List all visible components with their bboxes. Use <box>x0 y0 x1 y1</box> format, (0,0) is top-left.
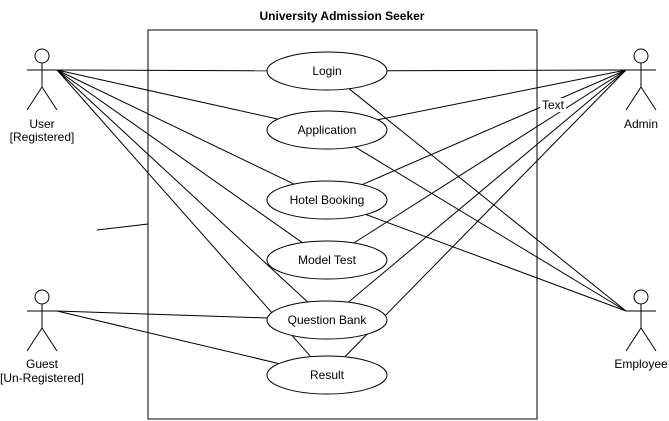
association-admin-login <box>386 69 627 72</box>
actor-guest-name: Guest <box>26 357 59 371</box>
use-case-application-label: Application <box>298 123 357 137</box>
association-user-login <box>56 69 268 72</box>
association-employee-login <box>348 88 627 312</box>
use-case-result-shape <box>266 355 388 395</box>
use-case-model-test-label: Model Test <box>298 253 356 267</box>
association-guest-question-bank <box>56 310 268 319</box>
association-employee-hotel-booking <box>365 214 627 312</box>
actor-guest-head <box>34 289 50 305</box>
actor-user[interactable] <box>26 48 58 111</box>
actor-user-name: User <box>29 117 54 131</box>
actor-employee[interactable] <box>625 289 657 352</box>
floating-text-bg <box>540 98 566 112</box>
actor-admin-leg-left <box>625 86 642 111</box>
actor-user-head <box>34 48 50 64</box>
use-case-model-test-shape <box>266 240 388 280</box>
floating-text[interactable]: Text <box>542 98 565 112</box>
association-admin-model-test <box>353 69 627 244</box>
association-guest-result <box>56 310 280 365</box>
association-lines <box>56 69 627 365</box>
association-user-application <box>56 69 279 120</box>
use-case-result[interactable]: Result <box>266 355 388 395</box>
actor-guest-leg-left <box>26 327 43 352</box>
actor-guest-qualifier: [Un-Registered] <box>0 371 84 385</box>
association-user-model-test <box>56 69 303 244</box>
actor-guest-leg-right <box>41 327 58 352</box>
use-case-login-shape <box>266 51 388 91</box>
use-case-question-bank-shape <box>266 300 388 340</box>
use-case-login[interactable]: Login <box>266 51 388 91</box>
use-case-hotel-booking-label: Hotel Booking <box>290 193 365 207</box>
system-boundary <box>147 29 538 420</box>
association-user-result <box>56 69 312 358</box>
actor-guest[interactable] <box>26 289 58 352</box>
actor-employee-leg-right <box>640 327 657 352</box>
actor-employee-head <box>633 289 649 305</box>
use-case-hotel-booking-shape <box>266 180 388 220</box>
association-admin-result <box>344 69 627 358</box>
use-case-login-label: Login <box>312 64 341 78</box>
actor-admin-name: Admin <box>624 117 658 131</box>
actor-user-leg-right <box>41 86 58 111</box>
use-case-model-test[interactable]: Model Test <box>266 240 388 280</box>
actor-user-leg-left <box>26 86 43 111</box>
association-admin-question-bank <box>347 69 627 303</box>
use-case-hotel-booking[interactable]: Hotel Booking <box>266 180 388 220</box>
actor-employee-name: Employee <box>614 357 668 371</box>
association-user-question-bank <box>56 69 308 303</box>
actor-admin[interactable] <box>625 48 657 111</box>
use-case-application[interactable]: Application <box>266 110 388 150</box>
association-admin-application <box>377 69 627 121</box>
use-case-application-shape <box>266 110 388 150</box>
association-employee-application <box>354 146 627 312</box>
use-case-result-label: Result <box>310 368 345 382</box>
association-admin-hotel-booking <box>362 69 627 186</box>
system-title: University Admission Seeker <box>260 9 425 23</box>
use-case-question-bank[interactable]: Question Bank <box>266 300 388 340</box>
actor-admin-leg-right <box>640 86 657 111</box>
association-user-hotel-booking <box>56 69 295 185</box>
actor-user-qualifier: [Registered] <box>10 130 75 144</box>
actor-admin-head <box>633 48 649 64</box>
actor-employee-leg-left <box>625 327 642 352</box>
stray-line <box>96 223 149 231</box>
use-case-question-bank-label: Question Bank <box>288 313 368 327</box>
